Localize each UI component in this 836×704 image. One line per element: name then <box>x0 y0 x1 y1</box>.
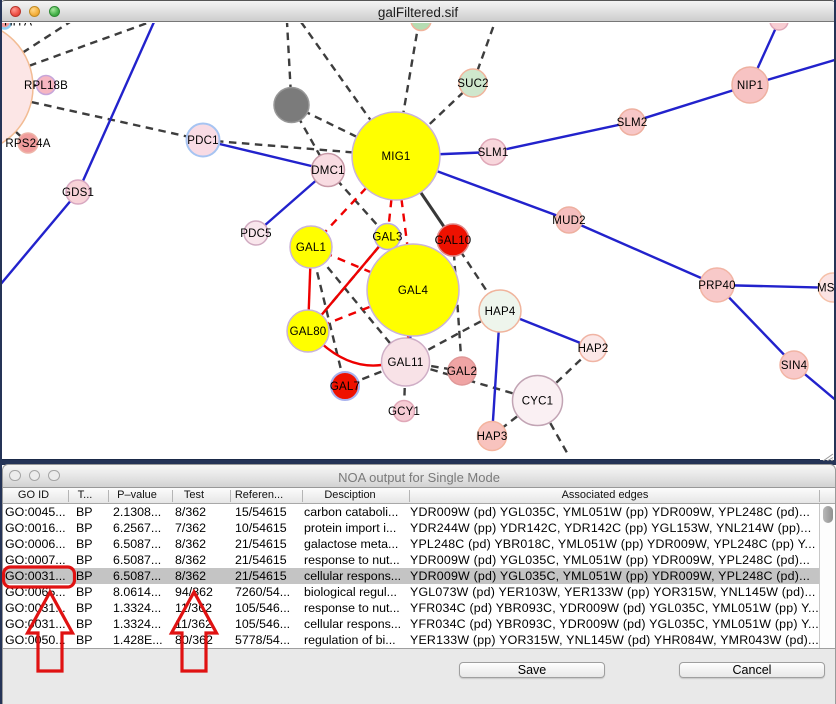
svg-text:HAP4: HAP4 <box>485 306 516 318</box>
svg-text:RPL18B: RPL18B <box>24 80 68 92</box>
svg-text:PDC1: PDC1 <box>187 135 218 147</box>
svg-text:MIG1: MIG1 <box>382 151 411 163</box>
svg-text:MUD2: MUD2 <box>552 215 585 227</box>
svg-text:GAL4: GAL4 <box>398 285 429 297</box>
svg-text:GAL1: GAL1 <box>296 242 326 254</box>
svg-text:PDC5: PDC5 <box>240 228 271 240</box>
svg-text:HH A: HH A <box>4 23 32 29</box>
svg-text:SLM1: SLM1 <box>478 147 509 159</box>
svg-text:GAL10: GAL10 <box>435 235 472 247</box>
svg-text:SLM2: SLM2 <box>617 117 648 129</box>
svg-text:HAP2: HAP2 <box>578 343 609 355</box>
svg-text:CYC1: CYC1 <box>522 396 553 408</box>
svg-text:SIN4: SIN4 <box>781 360 808 372</box>
svg-text:NIP1: NIP1 <box>737 80 763 92</box>
svg-text:GAL80: GAL80 <box>290 326 327 338</box>
svg-text:GCY1: GCY1 <box>388 406 420 418</box>
svg-text:PRP40: PRP40 <box>698 280 735 292</box>
svg-text:RPS24A: RPS24A <box>5 138 50 150</box>
svg-text:GAL3: GAL3 <box>372 232 402 244</box>
svg-text:SUC2: SUC2 <box>457 78 488 90</box>
svg-text:GDS1: GDS1 <box>62 187 94 199</box>
svg-text:GAL2: GAL2 <box>447 366 477 378</box>
svg-text:MSB1: MSB1 <box>817 283 836 295</box>
svg-text:GAL11: GAL11 <box>388 357 424 369</box>
svg-text:GAL7: GAL7 <box>330 381 360 393</box>
svg-text:HAP3: HAP3 <box>477 431 508 443</box>
svg-text:DMC1: DMC1 <box>311 165 344 177</box>
